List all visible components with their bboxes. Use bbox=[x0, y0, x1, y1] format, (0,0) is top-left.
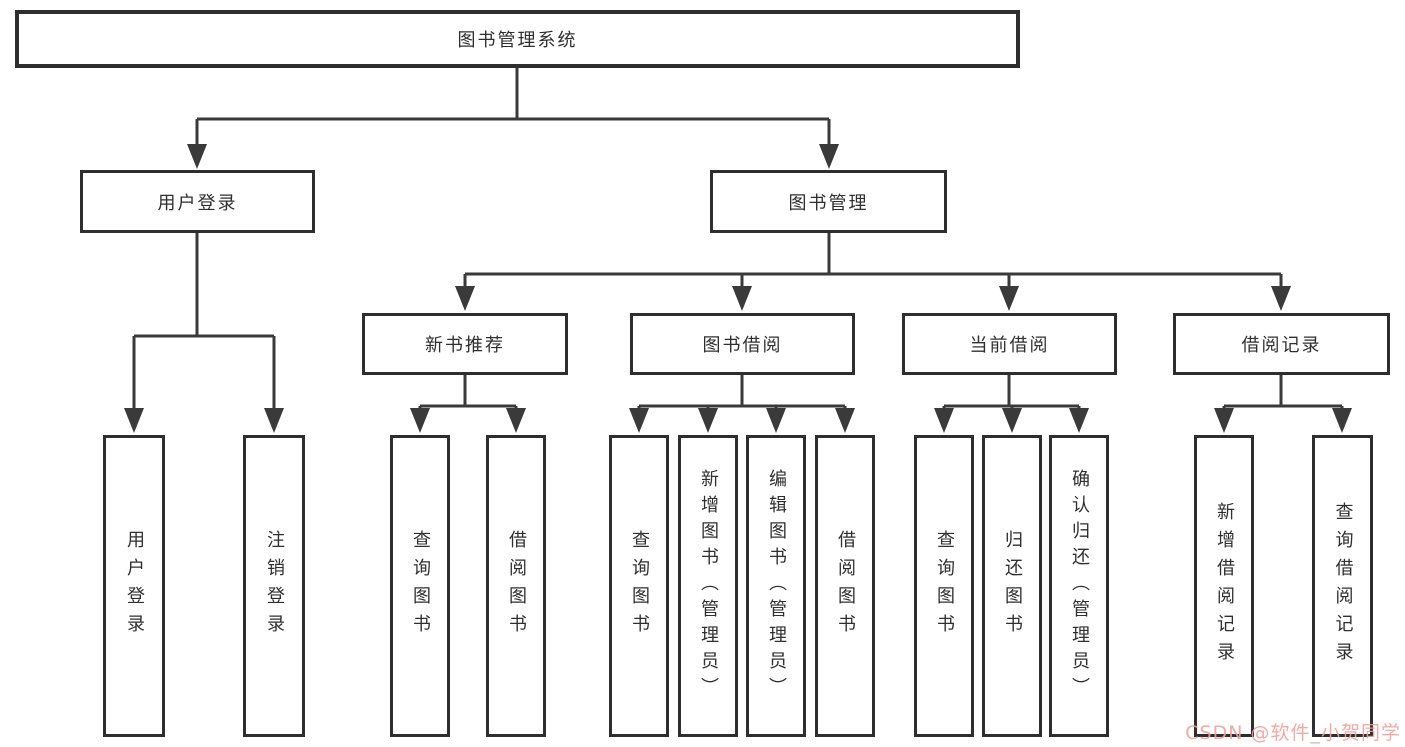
leaf-query-books-current: 查询图书 bbox=[914, 435, 974, 737]
leaf-query-books-recommend: 查询图书 bbox=[390, 435, 450, 737]
leaf-borrow-books-borrowing: 借阅图书 bbox=[815, 435, 875, 737]
leaf-label: 用户登录 bbox=[124, 530, 145, 642]
node-borrowing-records: 借阅记录 bbox=[1173, 313, 1390, 375]
leaf-query-borrow-record: 查询借阅记录 bbox=[1312, 435, 1373, 737]
node-book-management: 图书管理 bbox=[710, 170, 947, 233]
leaf-label: 确认归还（管理员） bbox=[1069, 469, 1090, 703]
node-current-borrowing: 当前借阅 bbox=[902, 313, 1117, 375]
leaf-label: 注销登录 bbox=[264, 530, 285, 642]
node-label: 图书借阅 bbox=[702, 335, 783, 356]
leaf-label: 查询图书 bbox=[410, 530, 431, 642]
watermark: CSDN @软件_小贺同学 bbox=[1185, 722, 1401, 744]
leaf-add-book-admin: 新增图书（管理员） bbox=[678, 435, 738, 737]
node-label: 借阅记录 bbox=[1241, 335, 1322, 356]
leaf-borrow-books-recommend: 借阅图书 bbox=[486, 435, 546, 737]
leaf-label: 新增借阅记录 bbox=[1214, 502, 1235, 670]
leaf-label: 查询图书 bbox=[934, 530, 955, 642]
leaf-label: 归还图书 bbox=[1002, 530, 1023, 642]
leaf-label: 查询图书 bbox=[629, 530, 650, 642]
leaf-confirm-return-admin: 确认归还（管理员） bbox=[1049, 435, 1109, 737]
node-book-borrowing: 图书借阅 bbox=[630, 313, 855, 375]
leaf-label: 编辑图书（管理员） bbox=[766, 469, 787, 703]
leaf-user-login: 用户登录 bbox=[103, 435, 165, 737]
leaf-label: 借阅图书 bbox=[835, 530, 856, 642]
leaf-add-borrow-record: 新增借阅记录 bbox=[1194, 435, 1254, 737]
node-new-book-recommend: 新书推荐 bbox=[362, 313, 568, 375]
node-label: 新书推荐 bbox=[425, 335, 505, 356]
node-library-system: 图书管理系统 bbox=[15, 10, 1020, 68]
leaf-label: 借阅图书 bbox=[506, 530, 527, 642]
leaf-edit-book-admin: 编辑图书（管理员） bbox=[746, 435, 806, 737]
node-label: 图书管理 bbox=[788, 192, 869, 214]
leaf-label: 新增图书（管理员） bbox=[698, 469, 719, 703]
node-user-login: 用户登录 bbox=[80, 170, 315, 233]
leaf-query-books-borrowing: 查询图书 bbox=[609, 435, 669, 737]
leaf-logout: 注销登录 bbox=[243, 435, 305, 737]
node-label: 图书管理系统 bbox=[457, 30, 578, 51]
node-label: 用户登录 bbox=[157, 192, 238, 214]
leaf-label: 查询借阅记录 bbox=[1332, 502, 1354, 670]
node-label: 当前借阅 bbox=[969, 335, 1050, 356]
leaf-return-books: 归还图书 bbox=[982, 435, 1042, 737]
